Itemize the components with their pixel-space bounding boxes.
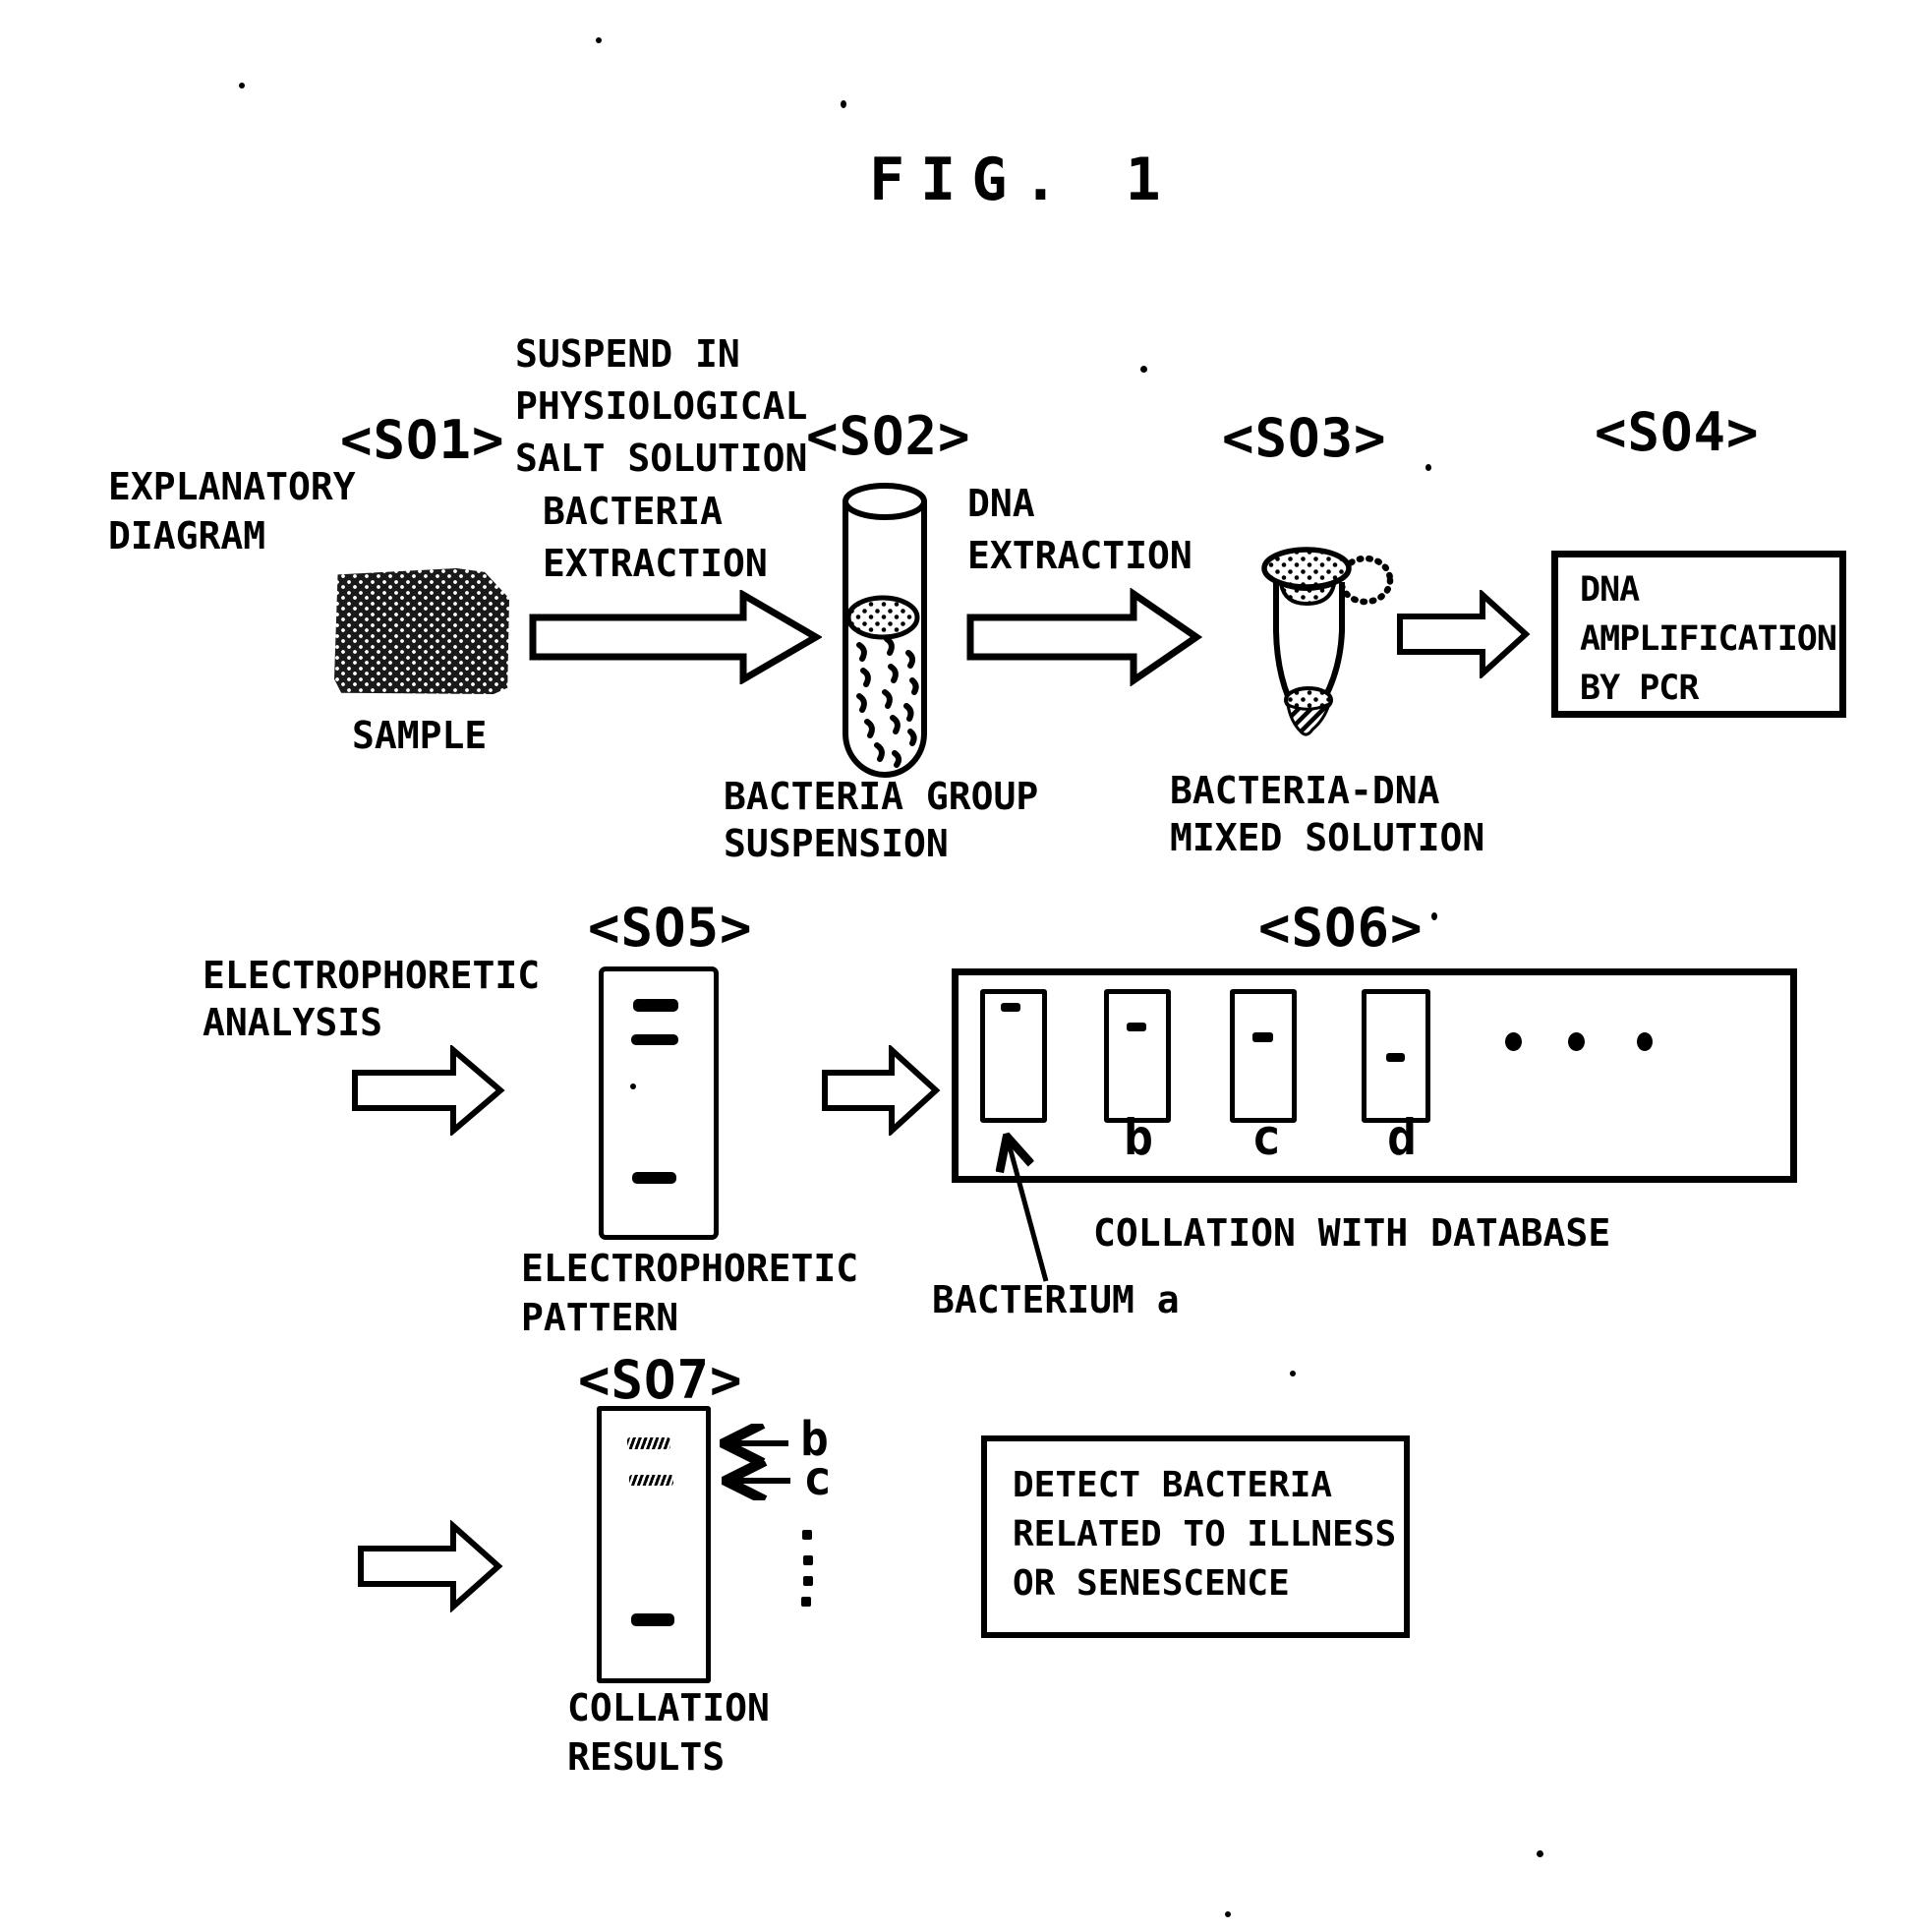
scan-speck xyxy=(596,37,602,43)
scan-speck xyxy=(1225,1911,1231,1917)
scan-speck xyxy=(1537,1850,1543,1857)
ellipsis-dot xyxy=(1637,1032,1653,1051)
db-lane-d xyxy=(1362,989,1430,1123)
step-tag-so1: <SO1> xyxy=(340,409,505,471)
vertical-ellipsis-dot xyxy=(801,1597,811,1607)
sample-label: SAMPLE xyxy=(352,714,488,757)
test-tube-icon xyxy=(843,483,927,778)
scan-speck xyxy=(630,1083,636,1089)
ellipsis-dot xyxy=(1505,1032,1522,1051)
sample-halftone-image xyxy=(334,568,509,694)
pcr-amplification-box: DNA AMPLIFICATION BY PCR xyxy=(1551,551,1846,718)
db-lane-b xyxy=(1104,989,1171,1123)
vertical-ellipsis-dot xyxy=(802,1530,812,1540)
detect-bacteria-box: DETECT BACTERIA RELATED TO ILLNESS OR SE… xyxy=(981,1435,1410,1638)
flow-arrow-to-gel xyxy=(352,1045,505,1136)
flow-arrow-to-pcr xyxy=(1397,590,1531,678)
bacterium-a-pointer-arrow xyxy=(983,1126,1049,1282)
collation-results-gel xyxy=(597,1406,711,1683)
scan-speck xyxy=(239,83,245,88)
flow-arrow-bacteria-extraction xyxy=(529,590,822,684)
step2-result-label: BACTERIA GROUP SUSPENSION xyxy=(724,775,1039,865)
suspension-speckles xyxy=(856,636,919,768)
step-tag-so3: <SO3> xyxy=(1222,407,1387,469)
figure-title: FIG. 1 xyxy=(869,146,1177,214)
gel-band xyxy=(633,999,678,1012)
band-label-b: b xyxy=(800,1412,829,1467)
gel-band xyxy=(631,1034,678,1045)
scan-speck xyxy=(1431,912,1437,920)
electrophoretic-gel-so5 xyxy=(599,966,719,1240)
scan-speck xyxy=(1290,1371,1296,1376)
database-caption: COLLATION WITH DATABASE xyxy=(1093,1211,1611,1255)
ellipsis-dot xyxy=(1568,1032,1585,1051)
step-tag-so6: <SO6> xyxy=(1258,897,1424,959)
lane-band xyxy=(1252,1032,1273,1042)
section-label-explanatory-diagram: EXPLANATORY DIAGRAM xyxy=(108,465,356,557)
lane-band xyxy=(1386,1053,1405,1062)
step2-action: DNA EXTRACTION xyxy=(967,482,1192,577)
step-tag-so2: <SO2> xyxy=(806,405,971,467)
gel-band-hatched-c xyxy=(629,1475,673,1486)
lane-label-b: b xyxy=(1124,1109,1154,1166)
band-c-arrow xyxy=(718,1461,790,1500)
database-collation-box: b c d xyxy=(952,968,1797,1183)
lane-label-d: d xyxy=(1387,1109,1418,1166)
band-b-arrow xyxy=(716,1424,788,1463)
gel-band xyxy=(632,1172,676,1184)
step1-note: SUSPEND IN PHYSIOLOGICAL SALT SOLUTION xyxy=(515,332,808,480)
step1-action: BACTERIA EXTRACTION xyxy=(543,490,768,585)
gel-band-hatched-b xyxy=(627,1437,670,1449)
db-lane-c xyxy=(1230,989,1297,1123)
flow-arrow-dna-extraction xyxy=(966,588,1202,686)
vertical-ellipsis-dot xyxy=(803,1555,813,1565)
flow-arrow-to-results xyxy=(358,1520,503,1612)
detect-box-text: DETECT BACTERIA RELATED TO ILLNESS OR SE… xyxy=(1013,1465,1397,1604)
db-lane-a xyxy=(980,989,1047,1123)
scan-speck xyxy=(1425,464,1431,471)
step-tag-so7: <SO7> xyxy=(578,1349,743,1411)
vertical-ellipsis-dot xyxy=(803,1576,813,1586)
lane-band xyxy=(1127,1023,1146,1031)
gel-band xyxy=(631,1613,674,1626)
pcr-box-text: DNA AMPLIFICATION BY PCR xyxy=(1580,570,1837,708)
lane-label-c: c xyxy=(1251,1109,1282,1166)
gel-pattern-label: ELECTROPHORETIC PATTERN xyxy=(521,1247,859,1339)
band-label-c: c xyxy=(803,1451,832,1506)
bacterium-a-label: BACTERIUM a xyxy=(932,1278,1180,1321)
lane-band xyxy=(1001,1003,1020,1012)
scan-speck xyxy=(1140,366,1147,373)
microtube-icon xyxy=(1261,547,1394,736)
step-tag-so4: <SO4> xyxy=(1595,401,1760,463)
flow-arrow-to-database xyxy=(822,1045,941,1136)
scan-speck xyxy=(841,100,846,108)
step-tag-so5: <SO5> xyxy=(588,897,753,959)
section-label-electrophoretic-analysis: ELECTROPHORETIC ANALYSIS xyxy=(203,954,541,1044)
results-caption: COLLATION RESULTS xyxy=(567,1686,770,1779)
step3-result-label: BACTERIA-DNA MIXED SOLUTION xyxy=(1170,769,1485,859)
